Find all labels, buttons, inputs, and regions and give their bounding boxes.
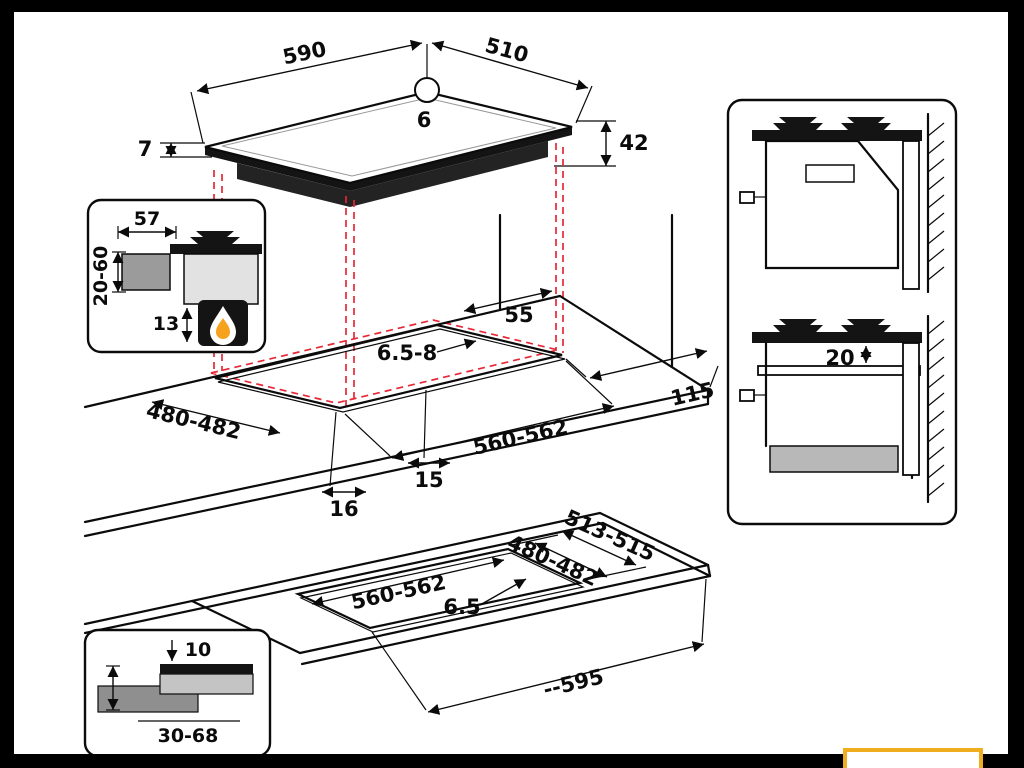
burner-base [841, 325, 891, 332]
hob-flange-body [159, 673, 254, 695]
ext-line [344, 413, 391, 457]
dim-55-label: 55 [504, 303, 533, 327]
hob-flange-top [160, 664, 253, 674]
edge-profile-inset: 57 20-60 13 [86, 198, 267, 354]
dim-line-560-562 [311, 557, 505, 607]
hob-slab-section [170, 244, 262, 254]
side-view-cabinet [739, 112, 945, 294]
dim-6.5-label: 6.5 [443, 595, 480, 619]
dim-line-513-515 [561, 530, 637, 566]
ext-line [709, 365, 719, 388]
dim-7-label: 7 [138, 137, 153, 161]
burner-cap [779, 117, 817, 123]
leader-line [479, 578, 527, 606]
ext-line [701, 578, 707, 643]
front-edge-thickness [300, 574, 712, 666]
dim-20-60-label: 20-60 [90, 246, 112, 307]
ext-line [565, 360, 613, 405]
shelf [757, 365, 921, 376]
burner-cap [847, 117, 885, 123]
hob-slab-side-right [350, 127, 572, 191]
hob-glass-bevel [221, 97, 557, 177]
dim-20-label: 20 [825, 346, 854, 370]
flame-icon-core [216, 318, 230, 339]
dim-13-label: 13 [153, 313, 179, 335]
burner-base [773, 123, 823, 130]
ext-line [190, 91, 204, 144]
side-view-shelf: 20 [739, 314, 945, 504]
burner-base [841, 123, 891, 130]
hob-glass-top [204, 90, 573, 185]
cabinet-outline [764, 139, 900, 270]
cutout-outline [214, 323, 563, 410]
hob-housing-left [237, 163, 350, 207]
front-edge [298, 563, 710, 655]
hob-top-view: 590 510 6 7 42 [138, 33, 649, 207]
dim-line-560-562 [391, 403, 615, 461]
dim-42-label: 42 [619, 131, 648, 155]
dim-line-115 [589, 348, 708, 381]
wall-hatching [927, 122, 945, 281]
gas-inlet [739, 191, 755, 204]
burner-housing-section [183, 253, 259, 305]
frame-top [0, 0, 1024, 12]
ext-line [575, 85, 593, 124]
dim-30-68-label: 30-68 [158, 725, 219, 747]
burner-base [773, 325, 823, 332]
burner-cap [196, 231, 234, 237]
side-panel [902, 342, 920, 476]
hob-slab-side-left [205, 147, 350, 191]
ext-line [583, 566, 647, 581]
dim-line-480-482 [151, 399, 281, 436]
wall-hatching [927, 320, 945, 497]
burner-base [190, 237, 240, 244]
corner-hole-marker [414, 77, 440, 103]
leader-line [436, 338, 477, 353]
dim-16-label: 16 [329, 497, 358, 521]
side-view-panel: 20 [726, 98, 958, 526]
dim-6.5-8-label: 6.5-8 [377, 341, 438, 365]
dim-57-label: 57 [134, 208, 160, 230]
worktop-section [121, 253, 171, 291]
dim-line-590 [196, 39, 423, 95]
rating-plate [805, 164, 855, 183]
frame-right [1008, 0, 1024, 768]
ext-line [329, 411, 337, 487]
cutout-thickness-line [217, 328, 566, 413]
burner-cap [779, 319, 817, 325]
projected-cutout-outline [210, 319, 559, 404]
ext-line [565, 358, 587, 378]
gas-inlet [739, 389, 755, 402]
dim-6-label: 6 [417, 108, 432, 132]
dim-line-55 [463, 288, 553, 314]
dim-line-510 [431, 40, 589, 91]
side-panel [902, 140, 920, 290]
dim-line-595 [427, 641, 705, 715]
left-edge [190, 599, 302, 655]
frame-left [0, 0, 14, 768]
ext-line [423, 389, 427, 459]
ext-line [371, 631, 427, 711]
ext-line [511, 534, 559, 546]
lower-drawer [769, 445, 899, 473]
corner-join [706, 563, 712, 578]
right-edge [598, 511, 710, 567]
highlight-box [843, 748, 983, 768]
hob-slab-profile [752, 130, 922, 141]
hob-housing-right [350, 141, 548, 207]
hob-slab-profile [752, 332, 922, 343]
frame-bottom [0, 754, 1024, 768]
burner-cap [847, 319, 885, 325]
flush-profile-inset: 10 30-68 [83, 628, 272, 758]
dim-10-label: 10 [185, 639, 211, 661]
dim-15-label: 15 [414, 468, 443, 492]
